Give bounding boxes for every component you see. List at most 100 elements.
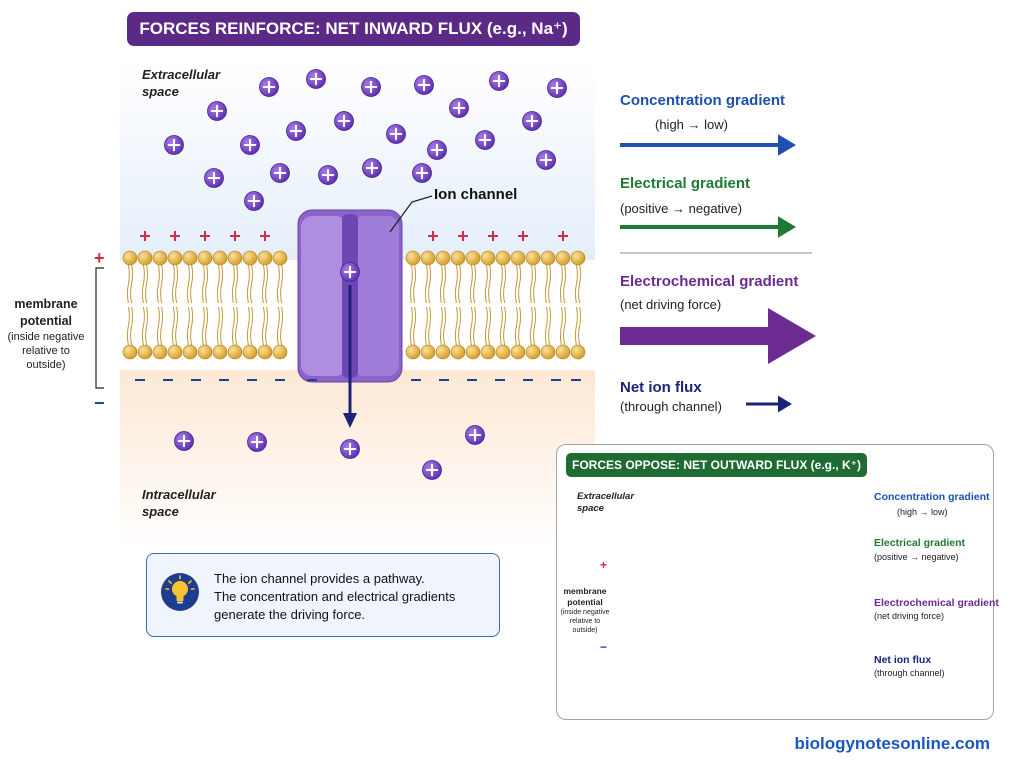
- lipid-tail: [126, 306, 130, 346]
- lipid-head: [405, 344, 421, 360]
- inset-panel: [556, 444, 994, 720]
- lipid-tail: [488, 306, 492, 346]
- cation-ion: [422, 460, 442, 480]
- lipid-head: [122, 344, 138, 360]
- legend-electrical-sub: (positive → negative): [620, 201, 743, 216]
- cation-ion: [386, 124, 406, 144]
- membrane-potential-label: membrane potential (inside negative rela…: [7, 297, 85, 371]
- lipid-tail: [424, 264, 428, 304]
- lipid-tail: [171, 306, 175, 346]
- lipid-tail: [265, 306, 269, 346]
- lipid-head: [137, 344, 153, 360]
- lipid-tail: [454, 306, 458, 346]
- footer-site-link[interactable]: biologynotesonline.com: [794, 734, 990, 753]
- note-text: The ion channel provides a pathway. The …: [214, 571, 456, 622]
- inset-legend-electrochemical-sub: (net driving force): [874, 611, 945, 621]
- lipid-head: [465, 344, 481, 360]
- lipid-tail: [488, 264, 492, 304]
- lipid-tail: [175, 306, 179, 346]
- lightbulb-icon: [161, 573, 199, 611]
- lipid-head: [122, 250, 138, 266]
- lipid-head: [227, 344, 243, 360]
- lipid-tail: [235, 264, 239, 304]
- cation-ion: [306, 69, 326, 89]
- lipid-tail: [533, 306, 537, 346]
- lipid-tail: [190, 264, 194, 304]
- lipid-tail: [246, 306, 250, 346]
- cation-ion: [412, 163, 432, 183]
- lipid-tail: [428, 306, 432, 346]
- cation-ion: [270, 163, 290, 183]
- lipid-tail: [413, 306, 417, 346]
- legend-electrical-title: Electrical gradient: [620, 175, 751, 192]
- lipid-tail: [548, 306, 552, 346]
- lipid-head: [540, 250, 556, 266]
- lipid-tail: [231, 306, 235, 346]
- electrochemical-arrow-head: [768, 308, 816, 364]
- lipid-tail: [409, 264, 413, 304]
- inset-legend-electrochemical-title: Electrochemical gradient: [874, 597, 999, 609]
- lipid-tail: [514, 264, 518, 304]
- lipid-tail: [484, 306, 488, 346]
- main-title-banner: FORCES REINFORCE: NET INWARD FLUX (e.g.,…: [127, 12, 580, 46]
- cation-ion: [244, 191, 264, 211]
- lipid-head: [212, 344, 228, 360]
- lipid-tail: [205, 264, 209, 304]
- cation-ion: [536, 150, 556, 170]
- lipid-tail: [454, 264, 458, 304]
- lipid-tail: [563, 306, 567, 346]
- lipid-tail: [439, 264, 443, 304]
- lipid-tail: [250, 264, 254, 304]
- lipid-tail: [175, 264, 179, 304]
- legend-concentration-sub: (high → low): [655, 117, 728, 132]
- lipid-tail: [141, 264, 145, 304]
- inset-legend-flux-sub: (through channel): [874, 668, 945, 678]
- inset-legend-electrical-title: Electrical gradient: [874, 537, 966, 549]
- lipid-tail: [469, 306, 473, 346]
- lipid-tail: [160, 306, 164, 346]
- lipid-tail: [563, 264, 567, 304]
- cation-ion: [318, 165, 338, 185]
- lipid-head: [495, 344, 511, 360]
- lipid-tail: [559, 264, 563, 304]
- channel-label-leader: [389, 195, 433, 233]
- lipid-tail: [280, 306, 284, 346]
- lipid-tail: [424, 306, 428, 346]
- lipid-tail: [409, 306, 413, 346]
- lipid-tail: [186, 264, 190, 304]
- lipid-head: [272, 250, 288, 266]
- lipid-head: [570, 250, 586, 266]
- lipid-head: [257, 344, 273, 360]
- lipid-tail: [145, 306, 149, 346]
- lipid-tail: [443, 264, 447, 304]
- lipid-head: [450, 250, 466, 266]
- lipid-tail: [484, 264, 488, 304]
- cation-ion: [340, 439, 360, 459]
- lipid-head: [420, 250, 436, 266]
- lipid-head: [540, 344, 556, 360]
- lipid-head: [212, 250, 228, 266]
- cation-ion: [204, 168, 224, 188]
- inset-legend-electrical-sub: (positive → negative): [874, 552, 959, 562]
- inset-potential-minus: −: [600, 640, 608, 654]
- lipid-tail: [529, 264, 533, 304]
- lipid-head: [480, 250, 496, 266]
- lipid-head: [510, 250, 526, 266]
- inset-membrane-potential-label: membrane potential (inside negative rela…: [560, 586, 610, 634]
- lipid-tail: [413, 264, 417, 304]
- cation-ion: [449, 98, 469, 118]
- lipid-head: [197, 344, 213, 360]
- lipid-tail: [473, 264, 477, 304]
- lipid-tail: [439, 306, 443, 346]
- cation-ion: [259, 77, 279, 97]
- legend-flux-sub: (through channel): [620, 399, 722, 414]
- lipid-tail: [518, 264, 522, 304]
- lipid-head: [242, 344, 258, 360]
- lipid-tail: [458, 264, 462, 304]
- lipid-head: [197, 250, 213, 266]
- lipid-head: [495, 250, 511, 266]
- lipid-tail: [265, 264, 269, 304]
- lipid-tail: [499, 264, 503, 304]
